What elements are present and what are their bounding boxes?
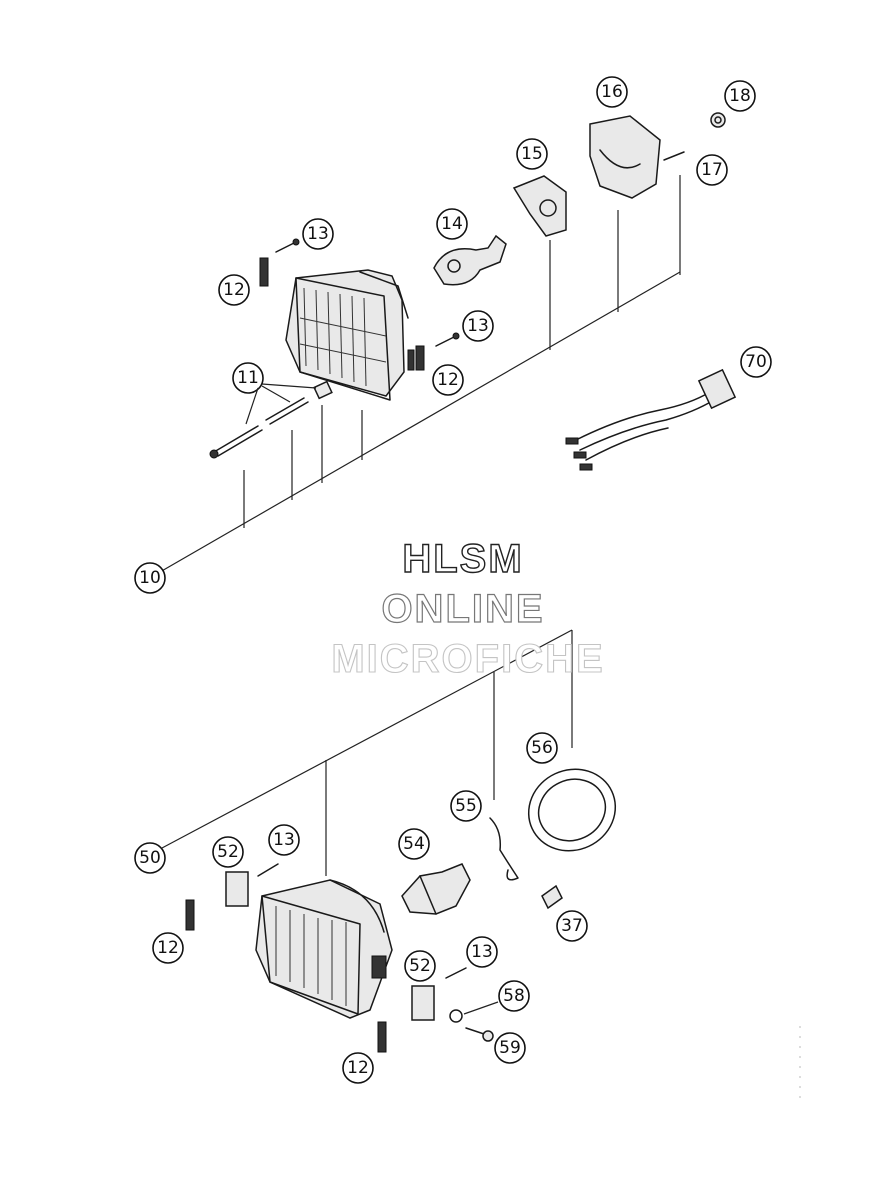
callout-52: 52	[212, 836, 244, 868]
callout-11: 11	[232, 362, 264, 394]
callout-13: 13	[268, 824, 300, 856]
callout-58: 58	[498, 980, 530, 1012]
callout-12: 12	[218, 274, 250, 306]
screw-13-lower-right	[445, 967, 467, 979]
nut-12-right	[415, 345, 425, 371]
screw-11-long	[209, 425, 263, 459]
callout-18: 18	[724, 80, 756, 112]
callout-16: 16	[596, 76, 628, 108]
socket-bracket-15	[512, 175, 567, 237]
rim-56	[527, 768, 617, 852]
watermark-line-3: MICROFICHE	[331, 637, 604, 681]
svg-text:70: 70	[745, 352, 767, 372]
svg-text:15: 15	[521, 144, 543, 164]
callout-13: 13	[302, 218, 334, 250]
nut-12-upper	[259, 257, 269, 287]
svg-text:12: 12	[347, 1058, 369, 1078]
callout-56: 56	[526, 732, 558, 764]
headlight-unit	[285, 269, 415, 401]
svg-text:52: 52	[217, 842, 239, 862]
svg-text:12: 12	[437, 370, 459, 390]
svg-text:14: 14	[441, 214, 463, 234]
svg-text:12: 12	[223, 280, 245, 300]
callout-17: 17	[696, 154, 728, 186]
nut-12-bottom	[377, 1021, 387, 1053]
callout-12: 12	[432, 364, 464, 396]
svg-text:13: 13	[471, 942, 493, 962]
callout-54: 54	[398, 828, 430, 860]
callout-55: 55	[450, 790, 482, 822]
wire-harness-70	[565, 368, 737, 471]
callout-13: 13	[466, 936, 498, 968]
svg-text:54: 54	[403, 834, 425, 854]
callout-50: 50	[134, 842, 166, 874]
callout-59: 59	[494, 1032, 526, 1064]
screw-13-lower-left	[257, 863, 279, 877]
callout-14: 14	[436, 208, 468, 240]
svg-text:50: 50	[139, 848, 161, 868]
svg-text:58: 58	[503, 986, 525, 1006]
svg-text:55: 55	[455, 796, 477, 816]
callout-37: 37	[556, 910, 588, 942]
screw-13-upper	[275, 241, 297, 253]
upper-headlight-assembly	[159, 112, 737, 573]
watermark-line-1: HLSM	[402, 537, 523, 581]
bracket-52-left	[225, 871, 249, 907]
svg-text:37: 37	[561, 916, 583, 936]
bulb-54	[401, 863, 471, 915]
svg-text:10: 10	[139, 568, 161, 588]
callout-12: 12	[152, 932, 184, 964]
washer-58	[449, 1009, 463, 1023]
lower-headlight-assembly	[161, 629, 617, 1053]
callout-15: 15	[516, 138, 548, 170]
screw-17	[663, 151, 685, 161]
screw-13-right	[435, 335, 457, 347]
nut-11	[313, 380, 333, 400]
svg-text:16: 16	[601, 82, 623, 102]
svg-text:13: 13	[273, 830, 295, 850]
watermark: HLSM ONLINE MICROFICHE	[331, 536, 604, 681]
svg-text:59: 59	[499, 1038, 521, 1058]
nut-12-left	[185, 899, 195, 931]
svg-text:13: 13	[467, 316, 489, 336]
nut-18	[710, 112, 726, 128]
callout-52: 52	[404, 950, 436, 982]
screw-11-short	[265, 397, 309, 425]
svg-text:18: 18	[729, 86, 751, 106]
headlight-unit-lower	[255, 879, 393, 1019]
bracket-52-right	[411, 985, 435, 1021]
svg-text:12: 12	[157, 938, 179, 958]
svg-text:13: 13	[307, 224, 329, 244]
callout-13: 13	[462, 310, 494, 342]
watermark-line-2: ONLINE	[381, 587, 544, 631]
cover-16	[589, 115, 661, 199]
spring-clip-55	[489, 817, 519, 881]
svg-text:17: 17	[701, 160, 723, 180]
callout-10: 10	[134, 562, 166, 594]
bulb-14	[433, 234, 507, 286]
callout-12: 12	[342, 1052, 374, 1084]
bulb-37	[541, 884, 563, 910]
svg-text:52: 52	[409, 956, 431, 976]
svg-text:11: 11	[237, 368, 259, 388]
svg-text:56: 56	[531, 738, 553, 758]
callout-70: 70	[740, 346, 772, 378]
